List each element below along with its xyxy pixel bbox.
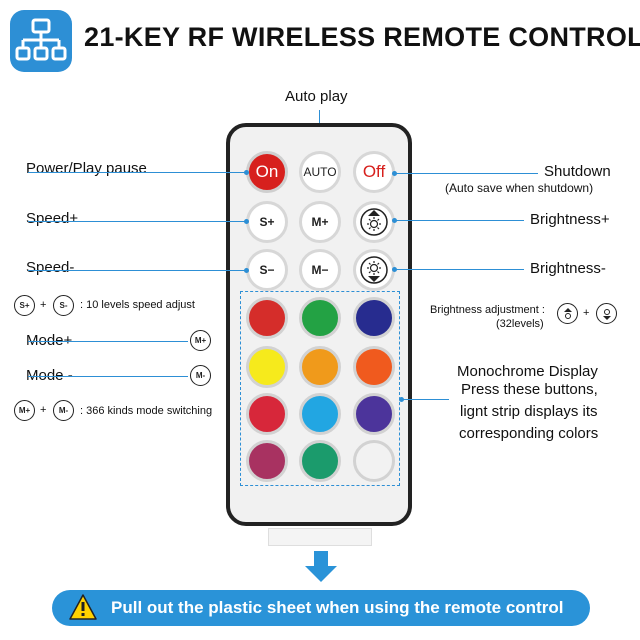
off-button[interactable]: Off [353, 151, 395, 193]
power-leader [28, 172, 246, 173]
speed-plus-dot [244, 219, 249, 224]
power-label: Power/Play pause [26, 160, 147, 177]
speed-minus-dot [244, 268, 249, 273]
color-button-teal[interactable] [299, 440, 341, 482]
speed-adjust-label: : 10 levels speed adjust [80, 299, 195, 311]
mode-minus-label: Mode - [26, 367, 73, 384]
shutdown-note: (Auto save when shutdown) [445, 181, 594, 195]
mono-line-3: lignt strip displays its [460, 403, 598, 420]
mini-brightness-up-icon [557, 303, 578, 324]
page-title: 21-KEY RF WIRELESS REMOTE CONTROL [84, 22, 640, 52]
mini-mode-down-icon-2: M- [53, 400, 74, 421]
mode-plus-label: Mode+ [26, 332, 73, 349]
plus-sign: + [40, 299, 47, 311]
mono-line-2: Press these buttons, [461, 381, 598, 398]
color-button-orange[interactable] [299, 346, 341, 388]
brightness-up-button[interactable] [353, 201, 395, 243]
mono-leader [401, 399, 449, 400]
shutdown-label: Shutdown [544, 163, 611, 180]
down-arrow-icon [303, 551, 339, 588]
speed-minus-label: Speed- [26, 259, 75, 276]
color-button-blue[interactable] [353, 297, 395, 339]
brightness-down-button[interactable] [353, 249, 395, 291]
mini-mode-up-icon: M+ [190, 330, 211, 351]
plus-sign-3: + [583, 307, 590, 319]
warning-banner [52, 590, 590, 626]
auto-button[interactable]: AUTO [299, 151, 341, 193]
shutdown-leader [394, 173, 538, 174]
remote-body: On AUTO Off S+ M+ S− M− [226, 123, 412, 526]
color-button-purple[interactable] [353, 393, 395, 435]
brightness-adjust-label: Brightness adjustment : [430, 304, 545, 316]
network-diagram-icon [10, 10, 72, 72]
color-button-crimson[interactable] [246, 393, 288, 435]
sun-down-icon [360, 256, 388, 284]
mini-mode-up-icon-2: M+ [14, 400, 35, 421]
brightness-plus-label: Brightness+ [530, 211, 610, 228]
speed-plus-leader [28, 221, 246, 222]
mono-line-4: corresponding colors [459, 425, 599, 442]
power-button[interactable]: On [246, 151, 288, 193]
speed-plus-label: Speed+ [26, 210, 79, 227]
color-button-red-orange[interactable] [353, 346, 395, 388]
color-button-white[interactable] [353, 440, 395, 482]
speed-up-button[interactable]: S+ [246, 201, 288, 243]
mini-brightness-down-icon [596, 303, 617, 324]
shutdown-dot [392, 171, 397, 176]
color-button-red[interactable] [246, 297, 288, 339]
plastic-sheet-tab[interactable] [268, 528, 372, 546]
brightness-levels-label: (32levels) [496, 318, 544, 330]
mini-speed-up-icon: S+ [14, 295, 35, 316]
mono-line-1: Monochrome Display [457, 363, 598, 380]
brightness-minus-dot [392, 267, 397, 272]
mode-up-button[interactable]: M+ [299, 201, 341, 243]
color-button-magenta[interactable] [246, 440, 288, 482]
mono-dot [399, 397, 404, 402]
auto-play-label: Auto play [285, 88, 348, 105]
warning-text: Pull out the plastic sheet when using th… [111, 598, 564, 617]
plus-sign-2: + [40, 404, 47, 416]
brightness-minus-leader [394, 269, 524, 270]
color-button-green[interactable] [299, 297, 341, 339]
brightness-plus-dot [392, 218, 397, 223]
sun-up-icon [360, 208, 388, 236]
mode-minus-leader [28, 376, 188, 377]
mini-speed-down-icon: S- [53, 295, 74, 316]
power-dot [244, 170, 249, 175]
mode-down-button[interactable]: M− [299, 249, 341, 291]
warning-icon [68, 593, 98, 626]
brightness-plus-leader [394, 220, 524, 221]
speed-minus-leader [28, 270, 246, 271]
color-buttons-outline [240, 291, 400, 486]
mode-plus-leader [28, 341, 188, 342]
mode-switch-label: : 366 kinds mode switching [80, 405, 213, 417]
color-button-sky-blue[interactable] [299, 393, 341, 435]
brightness-minus-label: Brightness- [530, 260, 606, 277]
color-button-yellow[interactable] [246, 346, 288, 388]
speed-down-button[interactable]: S− [246, 249, 288, 291]
mini-mode-down-icon: M- [190, 365, 211, 386]
